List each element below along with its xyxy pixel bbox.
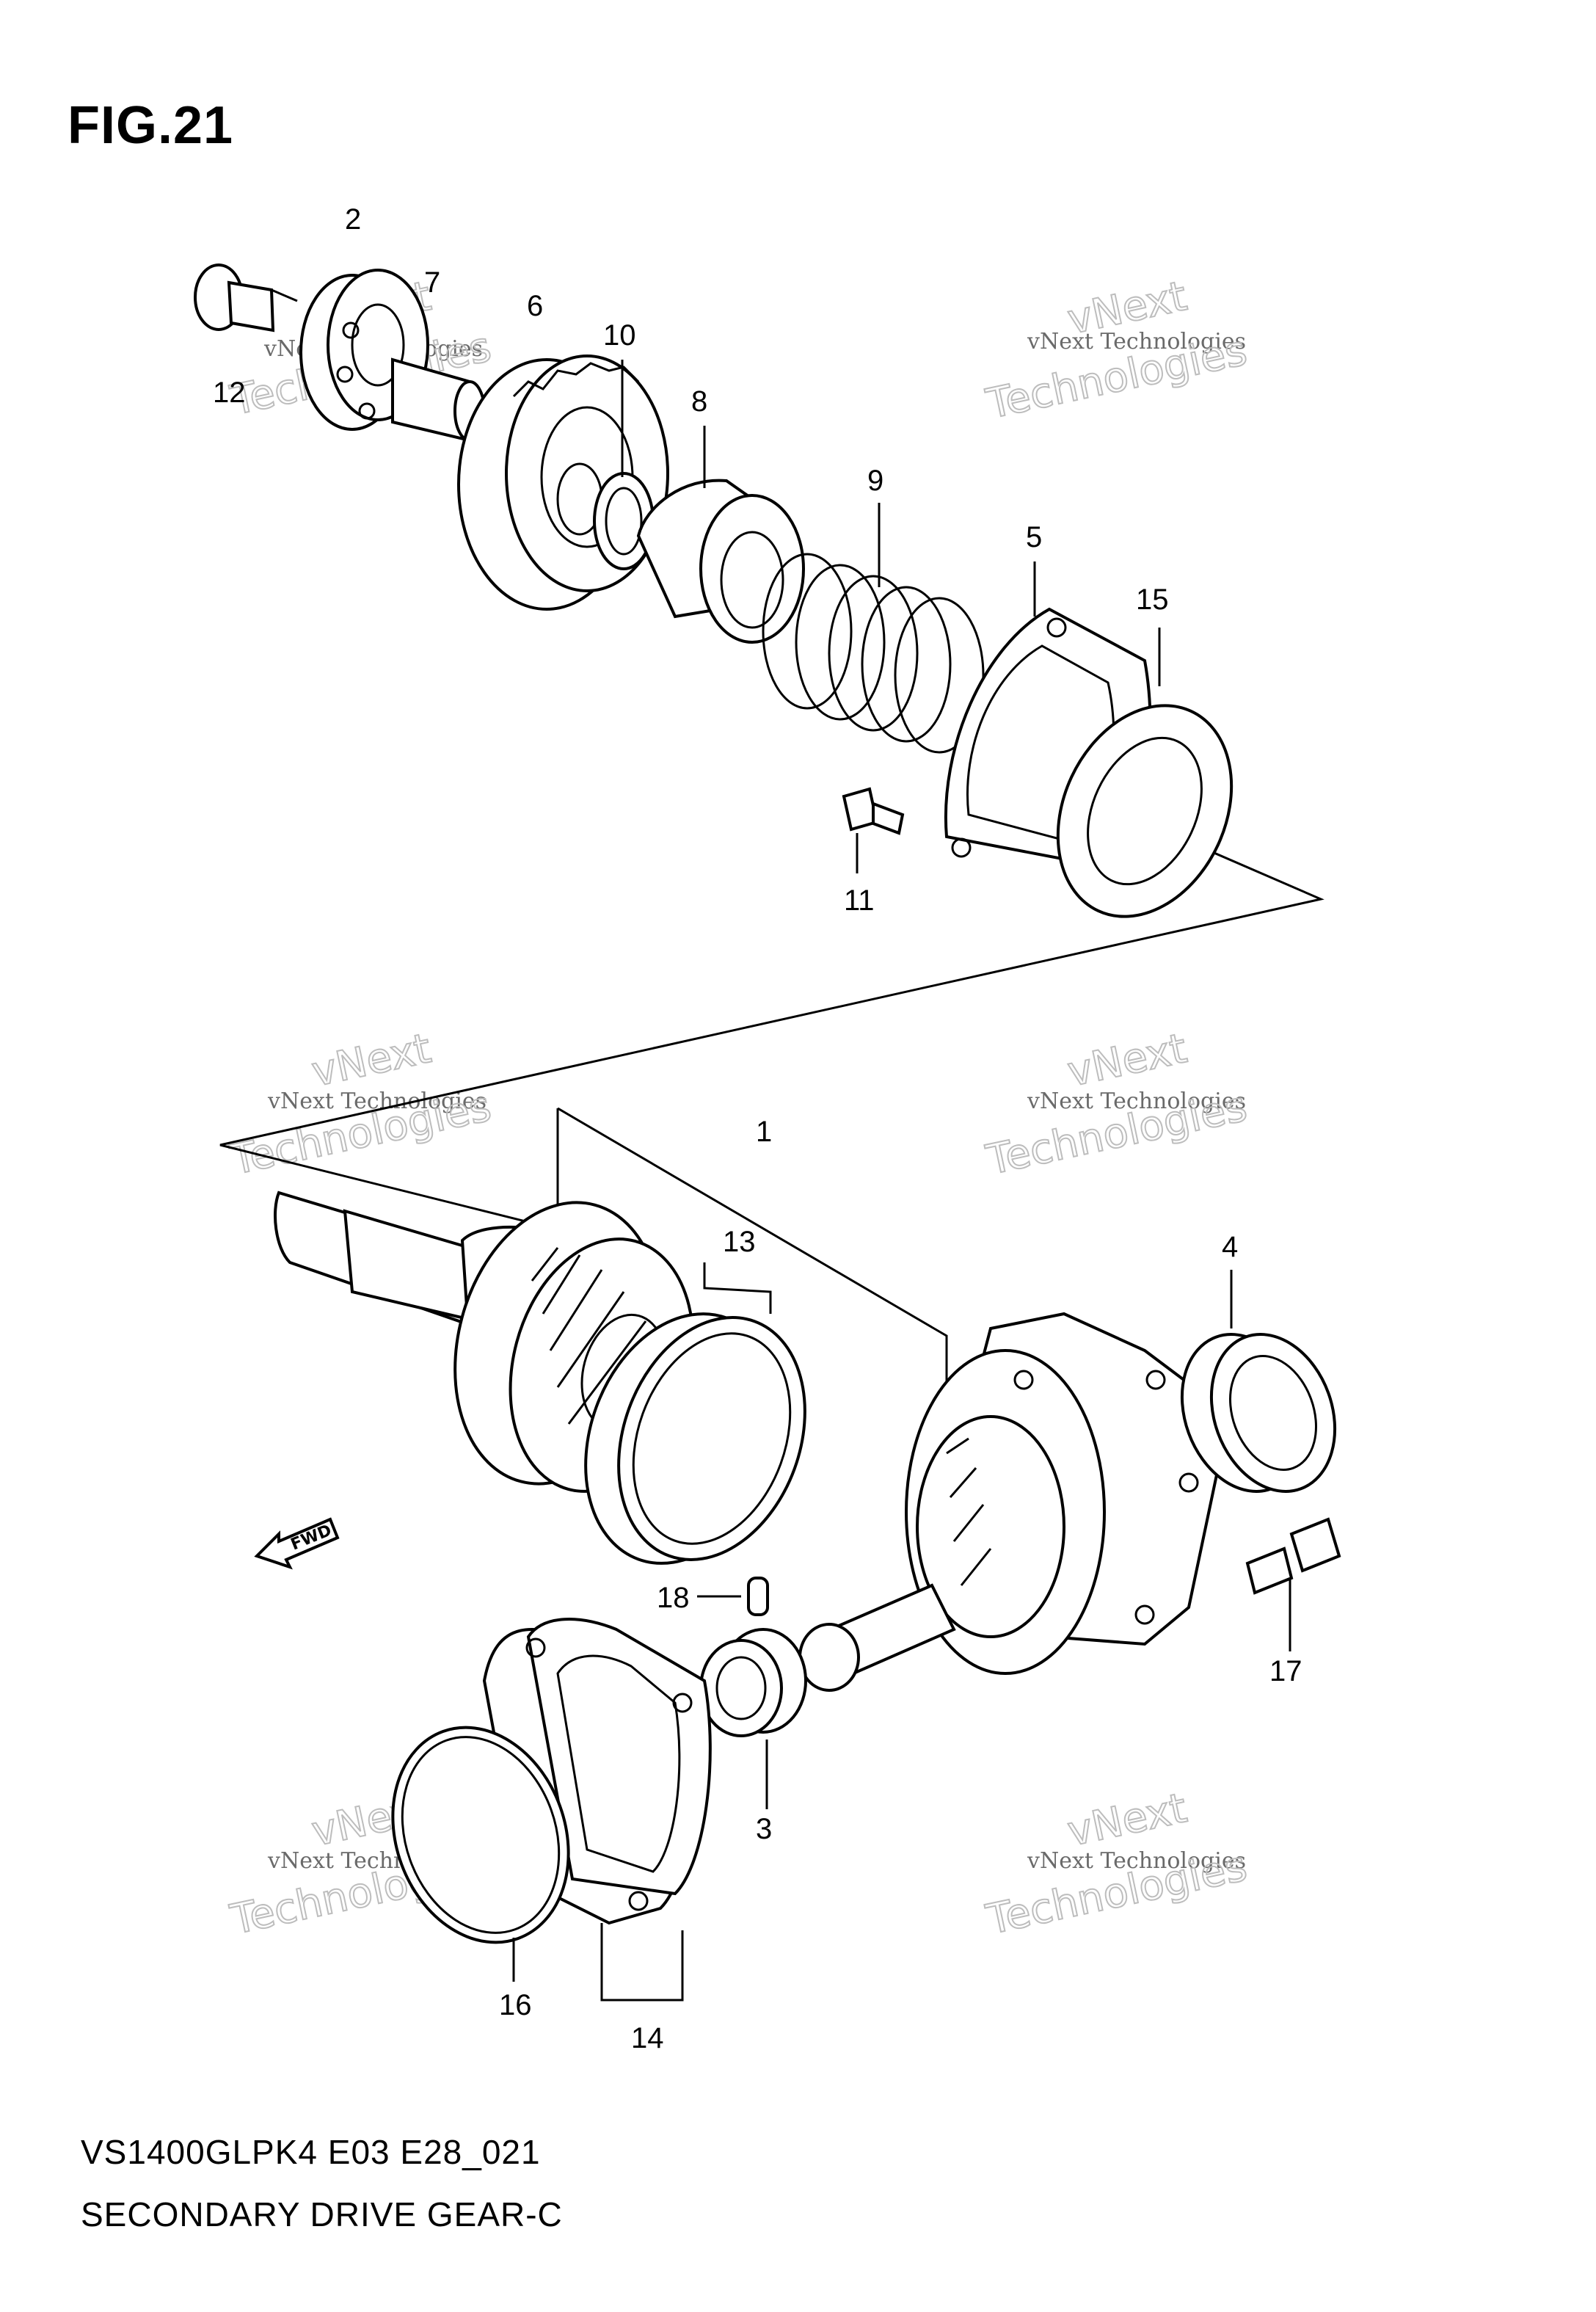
watermark-mid-left: vNext Technologies vNext Technologies [225,1024,495,1185]
callout-labels: 2 7 6 10 8 12 9 5 15 11 1 13 4 18 17 3 1… [213,203,1302,2054]
callout-17: 17 [1269,1655,1302,1687]
callout-2: 2 [345,203,361,236]
part-bolt-17 [1245,1517,1341,1651]
watermark-text: vNext [1063,1784,1191,1856]
part-drive-pinion [798,1415,1065,1692]
part-o-ring-16 [391,1726,570,1982]
callout-1: 1 [756,1116,772,1148]
watermark-text: vNext Technologies [1027,1088,1246,1114]
callout-5: 5 [1026,521,1042,553]
assembly-line [219,850,1324,1235]
watermark-text: vNext Technologies [1027,329,1246,355]
callout-18: 18 [657,1582,690,1614]
part-needle-bearing-3 [699,1628,807,1809]
watermark-mid-right: vNext Technologies vNext Technologies [981,1024,1251,1185]
callout-7: 7 [424,266,440,299]
part-dowel-pin-18 [697,1577,769,1616]
callout-14: 14 [631,2022,664,2054]
callout-8: 8 [691,385,707,418]
diagram-caption: SECONDARY DRIVE GEAR-C [81,2195,563,2233]
watermark-text: vNext [1063,1025,1191,1097]
watermark-bottom-right: vNext Technologies vNext Technologies [981,1784,1251,1945]
part-gasket-14 [482,1618,712,2002]
callout-6: 6 [527,290,543,322]
callout-15: 15 [1136,584,1169,616]
callout-9: 9 [867,465,883,497]
callout-3: 3 [756,1813,772,1845]
figure-title: FIG.21 [68,96,234,155]
part-bolt-12 [194,263,298,332]
part-cam-8 [636,426,805,644]
callout-11: 11 [844,884,875,917]
part-oil-seal-4 [1180,1270,1337,1493]
watermark-top-right: vNext Technologies vNext Technologies [981,272,1251,429]
part-washer-15 [1056,628,1234,918]
watermark-text: vNext [307,1025,435,1097]
part-spring-9 [762,503,985,754]
watermark-text: vNext Technologies [1027,1848,1246,1874]
callout-12: 12 [213,377,246,409]
callout-16: 16 [499,1989,532,2021]
callout-10: 10 [603,319,636,352]
part-bolt-11 [842,787,905,873]
fwd-direction-arrow-icon: FWD [254,1517,340,1570]
callout-13: 13 [723,1226,756,1258]
callout-4: 4 [1222,1231,1238,1263]
part-shim-13 [584,1262,806,1565]
model-code: VS1400GLPK4 E03 E28_021 [81,2133,541,2171]
